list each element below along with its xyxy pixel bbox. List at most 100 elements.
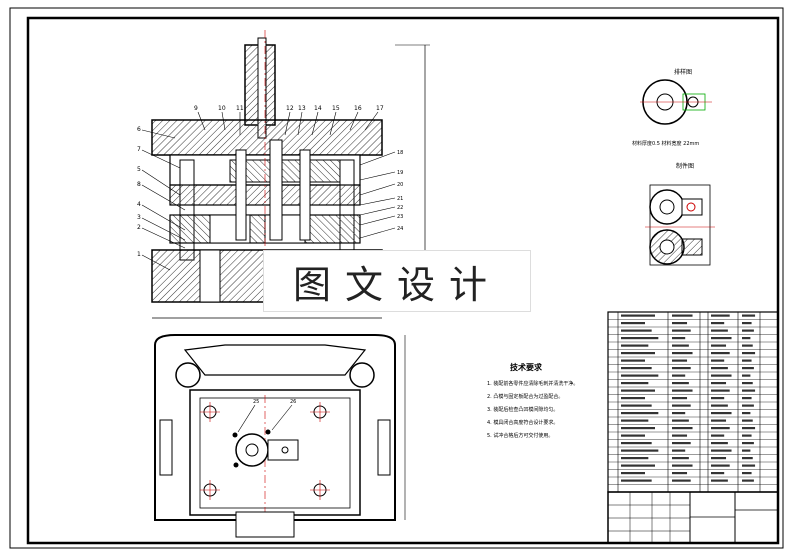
punch-profile-inner <box>245 443 259 457</box>
punch-2 <box>269 139 283 241</box>
table-cell-text <box>742 404 754 407</box>
punch-1 <box>235 149 247 241</box>
table-cell-text <box>672 374 686 377</box>
table-cell-text <box>621 322 645 325</box>
table-cell-text <box>711 314 730 317</box>
plan-callouts: 25 26 <box>253 399 296 405</box>
table-cell-text <box>621 457 649 460</box>
table-cell-text <box>742 434 752 437</box>
plan-view <box>154 334 406 538</box>
table-cell-text <box>742 359 752 362</box>
table-cell-text <box>621 382 649 385</box>
callout: 20 <box>397 182 403 188</box>
section-label-mid: 制件图 <box>676 162 694 170</box>
table-cell-text <box>742 382 753 385</box>
part-drawing: 制件图 <box>645 162 715 266</box>
callout: 19 <box>397 170 403 176</box>
table-cell-text <box>711 374 732 377</box>
table-cell-text <box>711 427 730 430</box>
table-cell-text <box>742 472 752 475</box>
table-cell-text <box>711 367 728 370</box>
callout: 22 <box>397 205 403 211</box>
table-cell-text <box>672 449 686 452</box>
callouts-right: 18 19 20 21 22 23 24 <box>397 150 403 232</box>
table-cell-text <box>711 404 728 407</box>
callout: 12 <box>286 105 294 112</box>
table-cell-text <box>621 389 655 392</box>
table-cell-text <box>621 472 645 475</box>
callout: 17 <box>376 105 384 112</box>
parts-list-rows <box>608 319 778 485</box>
inner-frame <box>26 16 780 545</box>
die-plate-inner <box>199 397 351 509</box>
table-cell-text <box>711 472 725 475</box>
table-cell-text <box>711 479 728 482</box>
punch-tab-hole <box>281 446 289 454</box>
callout: 11 <box>236 105 244 112</box>
table-cell-text <box>742 449 751 452</box>
table-cell-text <box>621 314 655 317</box>
table-cell-text <box>672 442 691 445</box>
callouts-left: 6 7 5 8 4 3 2 1 <box>137 126 141 258</box>
table-cell-text <box>742 427 756 430</box>
leaders-right <box>359 151 396 239</box>
die-base-recess <box>183 344 367 376</box>
table-cell-text <box>672 352 693 355</box>
tech-item: 4. 模具闭合高度符合设计要求。 <box>487 419 558 426</box>
callouts-top: 9 10 11 12 13 14 15 16 17 <box>194 105 384 112</box>
table-cell-text <box>621 464 655 467</box>
table-cell-text <box>672 412 686 415</box>
table-cell-text <box>711 322 725 325</box>
lower-pin <box>199 249 221 303</box>
table-cell-text <box>672 337 686 340</box>
table-cell-text <box>742 389 756 392</box>
table-cell-text <box>711 337 732 340</box>
outer-frame <box>9 7 784 549</box>
table-cell-text <box>621 397 645 400</box>
table-cell-text <box>742 442 754 445</box>
parts-list-entries <box>621 314 756 482</box>
tech-title: 技术要求 <box>510 362 543 372</box>
callout: 21 <box>397 196 403 202</box>
table-cell-text <box>711 442 728 445</box>
table-cell-text <box>672 329 691 332</box>
table-cell-text <box>672 344 689 347</box>
table-cell-text <box>621 449 659 452</box>
strip-layout: 排样图 材料厚度0.5 材料宽度 22mm <box>632 68 712 147</box>
punch-3 <box>299 149 311 241</box>
table-cell-text <box>742 329 754 332</box>
table-cell-text <box>742 314 756 317</box>
guide-hole-right <box>349 362 375 388</box>
table-cell-text <box>742 374 751 377</box>
table-cell-text <box>621 352 655 355</box>
table-cell-text <box>742 322 752 325</box>
table-cell-text <box>672 382 689 385</box>
table-cell-text <box>742 344 753 347</box>
table-cell-text <box>711 389 730 392</box>
table-cell-text <box>621 374 659 377</box>
table-cell-text <box>621 404 652 407</box>
table-cell-text <box>621 419 649 422</box>
table-cell-text <box>742 412 751 415</box>
table-cell-text <box>621 367 652 370</box>
callout: 16 <box>354 105 362 112</box>
table-cell-text <box>711 397 725 400</box>
tech-item: 5. 试冲合格后方可交付使用。 <box>487 432 553 439</box>
callout: 4 <box>137 201 141 208</box>
callout: 26 <box>290 399 296 405</box>
table-cell-text <box>742 397 752 400</box>
callout: 3 <box>137 214 141 221</box>
callout: 9 <box>194 105 198 112</box>
upper-die-seat <box>151 119 383 156</box>
table-cell-text <box>672 419 689 422</box>
callout: 1 <box>137 251 141 258</box>
table-cell-text <box>672 427 693 430</box>
leaders-top <box>197 111 379 136</box>
table-cell-text <box>711 352 730 355</box>
table-cell-text <box>672 464 693 467</box>
table-cell-text <box>621 479 652 482</box>
guide-post-right <box>339 159 355 261</box>
table-cell-text <box>621 337 659 340</box>
table-cell-text <box>742 464 756 467</box>
table-cell-text <box>711 382 727 385</box>
